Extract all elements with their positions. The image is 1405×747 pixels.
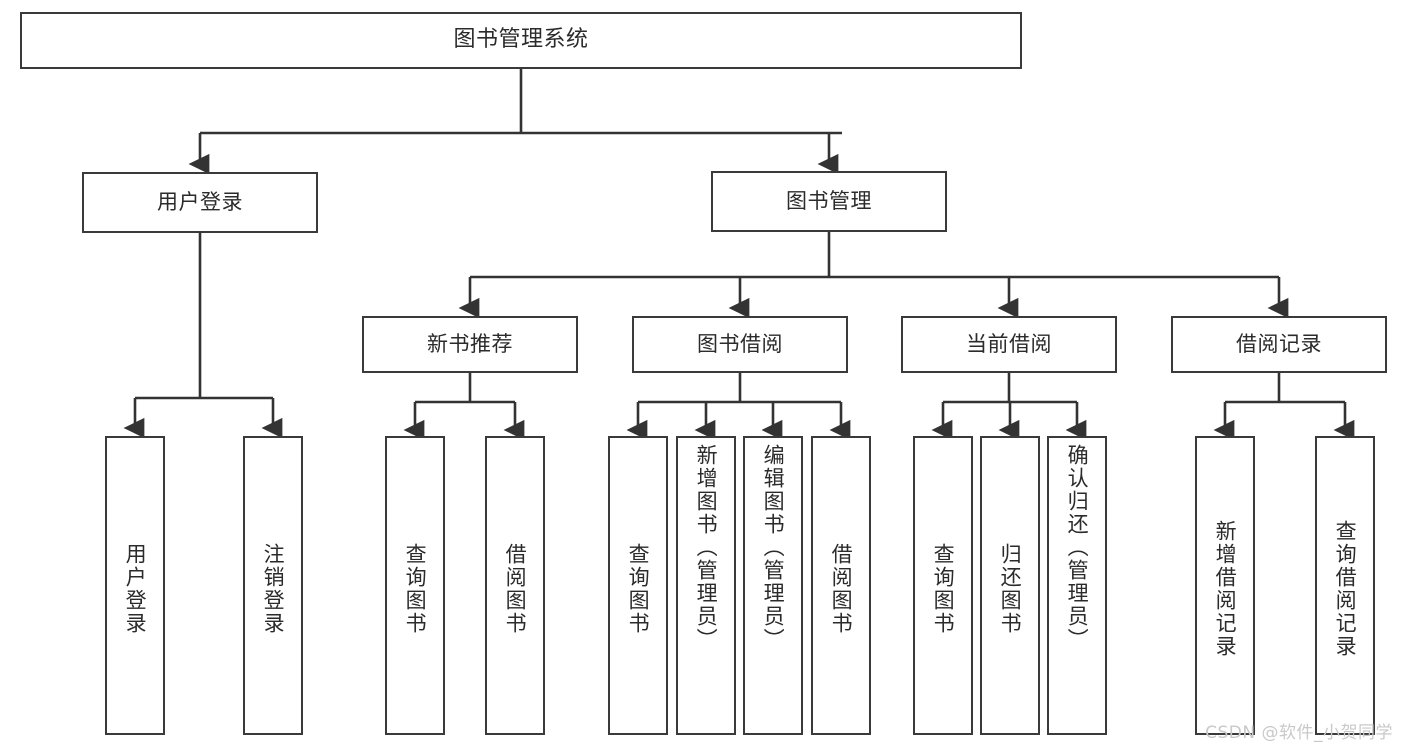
leaf-borrow-record-query-record[interactable]: 查询借阅记录: [1315, 436, 1375, 735]
node-label: 图书管理系统: [453, 27, 589, 53]
leaf-current-borrow-query-book[interactable]: 查询图书: [913, 436, 973, 735]
node-book-borrow[interactable]: 图书借阅: [632, 316, 848, 373]
node-root-book-management-system[interactable]: 图书管理系统: [20, 12, 1022, 69]
node-label: 新增图书（管理员）: [694, 444, 719, 651]
leaf-borrow-record-add-record[interactable]: 新增借阅记录: [1195, 436, 1255, 735]
node-borrow-record[interactable]: 借阅记录: [1171, 316, 1387, 373]
node-current-borrow[interactable]: 当前借阅: [901, 316, 1117, 373]
leaf-book-borrow-borrow-book[interactable]: 借阅图书: [811, 436, 871, 735]
node-label: 借阅图书: [503, 542, 528, 635]
node-label: 新增借阅记录: [1213, 519, 1238, 658]
node-label: 新书推荐: [427, 331, 513, 356]
node-user-login[interactable]: 用户登录: [82, 172, 318, 233]
leaf-book-borrow-add-book-admin[interactable]: 新增图书（管理员）: [676, 436, 736, 735]
leaf-book-borrow-query-book[interactable]: 查询图书: [608, 436, 668, 735]
node-label: 归还图书: [998, 542, 1023, 635]
leaf-user-login-user-login[interactable]: 用户登录: [105, 436, 165, 735]
leaf-new-book-borrow-book[interactable]: 借阅图书: [485, 436, 545, 735]
node-book-management[interactable]: 图书管理: [711, 171, 947, 232]
node-label: 图书管理: [786, 188, 872, 213]
node-new-book-recommend[interactable]: 新书推荐: [362, 316, 578, 373]
node-label: 当前借阅: [966, 331, 1052, 356]
leaf-current-borrow-return-book[interactable]: 归还图书: [980, 436, 1040, 735]
node-label: 注销登录: [261, 542, 286, 635]
leaf-current-borrow-confirm-return-admin[interactable]: 确认归还（管理员）: [1047, 436, 1107, 735]
leaf-new-book-query-book[interactable]: 查询图书: [385, 436, 445, 735]
node-label: 查询借阅记录: [1333, 519, 1358, 658]
leaf-book-borrow-edit-book-admin[interactable]: 编辑图书（管理员）: [743, 436, 803, 735]
leaf-user-login-logout[interactable]: 注销登录: [243, 436, 303, 735]
node-label: 用户登录: [157, 189, 243, 214]
node-label: 编辑图书（管理员）: [761, 444, 786, 651]
node-label: 查询图书: [403, 542, 428, 635]
node-label: 图书借阅: [697, 331, 783, 356]
node-label: 借阅图书: [829, 542, 854, 635]
node-label: 查询图书: [626, 542, 651, 635]
node-label: 用户登录: [123, 542, 148, 635]
node-label: 确认归还（管理员）: [1065, 444, 1090, 651]
node-label: 查询图书: [931, 542, 956, 635]
node-label: 借阅记录: [1236, 331, 1322, 356]
